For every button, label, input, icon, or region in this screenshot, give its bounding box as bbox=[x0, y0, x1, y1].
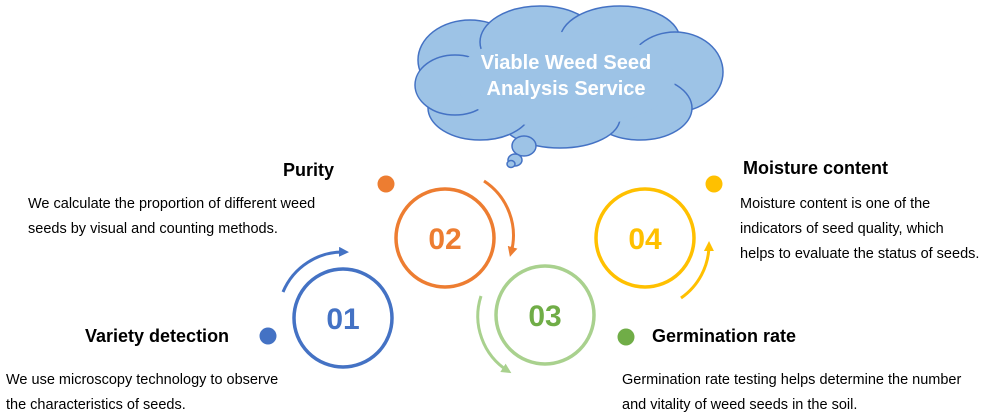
step-03-arrow bbox=[476, 295, 512, 374]
step-03-number: 03 bbox=[528, 300, 561, 333]
cloud-bubble-small bbox=[506, 159, 516, 169]
step-01-ring-group: 01 bbox=[259, 246, 394, 369]
step-01-dot bbox=[259, 327, 277, 345]
step-01-ring bbox=[292, 267, 394, 369]
cloud-title-line2: Analysis Service bbox=[487, 78, 646, 100]
step-04-arrow bbox=[680, 241, 714, 300]
step-01-description-line2: the characteristics of seeds. bbox=[6, 397, 186, 413]
step-04-heading: Moisture content bbox=[743, 158, 889, 178]
step-02-description-line2: seeds by visual and counting methods. bbox=[28, 221, 278, 237]
title-cloud: Viable Weed Seed Analysis Service bbox=[414, 5, 724, 169]
step-01-description: We use microscopy technology to observe … bbox=[6, 368, 278, 418]
step-02-heading: Purity bbox=[283, 160, 335, 180]
step-04-ring bbox=[594, 187, 696, 289]
step-03-description: Germination rate testing helps determine… bbox=[622, 368, 961, 418]
step-04-number: 04 bbox=[628, 223, 662, 256]
step-04-description-line3: helps to evaluate the status of seeds. bbox=[740, 246, 980, 262]
step-03-description-line1: Germination rate testing helps determine… bbox=[622, 372, 962, 388]
step-03-ring-group: 03 bbox=[476, 264, 635, 374]
step-03-heading: Germination rate bbox=[652, 326, 797, 346]
step-03-dot bbox=[617, 328, 635, 346]
step-04-description: Moisture content is one of the indicator… bbox=[740, 192, 979, 267]
cloud-bubble-large bbox=[511, 135, 537, 157]
step-02-description: We calculate the proportion of different… bbox=[28, 192, 315, 242]
step-02-ring bbox=[394, 187, 496, 289]
step-02-arrow bbox=[483, 179, 518, 257]
step-02-number: 02 bbox=[428, 223, 461, 256]
step-01-heading: Variety detection bbox=[85, 326, 230, 346]
step-04-ring-group: 04 bbox=[594, 175, 723, 300]
step-02-dot bbox=[377, 175, 395, 193]
cloud-title-line1: Viable Weed Seed bbox=[481, 52, 651, 74]
step-02-ring-group: 02 bbox=[377, 175, 518, 289]
step-01-arrow bbox=[281, 246, 349, 293]
step-04-description-line2: indicators of seed quality, which bbox=[740, 221, 944, 237]
step-03-description-line2: and vitality of weed seeds in the soil. bbox=[622, 397, 858, 413]
step-02-description-line1: We calculate the proportion of different… bbox=[28, 196, 316, 212]
step-03-ring bbox=[494, 264, 596, 366]
step-04-dot bbox=[705, 175, 723, 193]
step-04-description-line1: Moisture content is one of the bbox=[740, 196, 931, 212]
step-01-description-line1: We use microscopy technology to observe bbox=[6, 372, 279, 388]
step-01-number: 01 bbox=[326, 303, 359, 336]
